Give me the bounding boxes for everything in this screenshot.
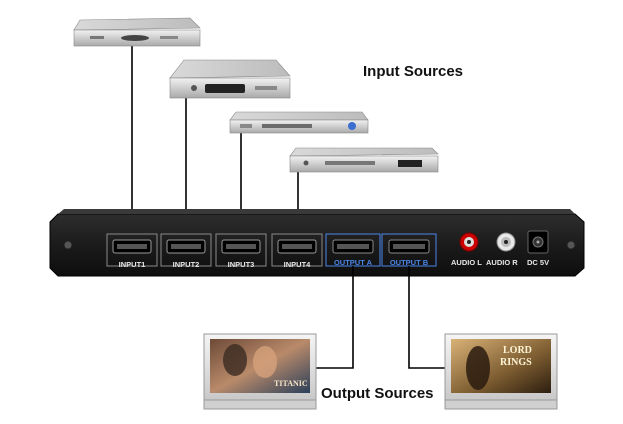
hdmi-switch-box — [49, 209, 585, 277]
output-sources-heading: Output Sources — [321, 385, 434, 402]
input3-label: INPUT3 — [227, 260, 255, 269]
audio-l-label: AUDIO L — [451, 258, 482, 267]
audio-r-label: AUDIO R — [486, 258, 518, 267]
source-device-3 — [229, 111, 369, 134]
hdmi-port-input4 — [271, 233, 323, 267]
hdmi-port-input2 — [160, 233, 212, 267]
output-cables — [316, 266, 445, 369]
cable-output-a — [316, 266, 354, 369]
hdmi-port-input1 — [106, 233, 158, 267]
source-device-1 — [73, 17, 201, 47]
output-tv-right — [444, 333, 558, 410]
input2-label: INPUT2 — [172, 260, 200, 269]
audio-jack-right — [496, 232, 516, 252]
output-tv-left — [203, 333, 317, 410]
right-poster-line1: LORD — [503, 345, 532, 356]
cable-output-b — [408, 266, 445, 369]
output-a-label: OUTPUT A — [333, 258, 373, 267]
dc-label: DC 5V — [527, 258, 550, 267]
left-poster-title: TITANIC — [274, 379, 308, 388]
screw-left — [63, 240, 73, 250]
hdmi-port-input3 — [215, 233, 267, 267]
dc-power-jack — [527, 230, 549, 254]
input1-label: INPUT1 — [118, 260, 146, 269]
input-sources-heading: Input Sources — [363, 63, 464, 80]
audio-jack-left — [459, 232, 479, 252]
right-poster-line2: RINGS — [500, 357, 532, 368]
source-device-2 — [169, 59, 291, 99]
screw-right — [566, 240, 576, 250]
output-b-label: OUTPUT B — [389, 258, 429, 267]
input4-label: INPUT4 — [283, 260, 311, 269]
source-device-4 — [289, 147, 439, 173]
hdmi-port-output-a — [325, 233, 381, 267]
